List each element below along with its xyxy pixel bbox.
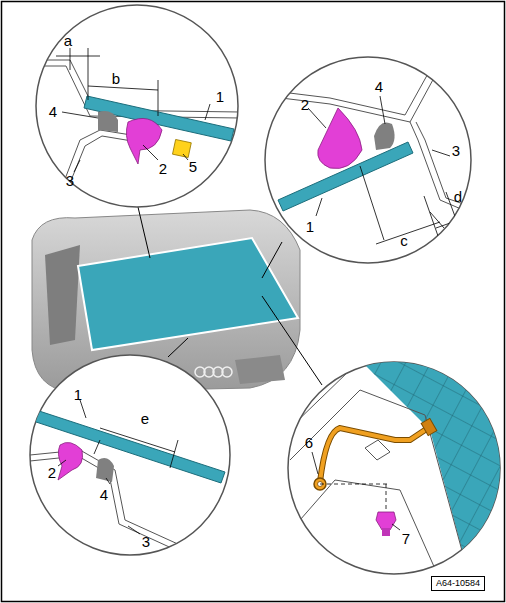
callout-number: 1	[214, 88, 226, 105]
callout-number: 1	[304, 218, 316, 235]
callout-number: 2	[46, 464, 58, 481]
figure-code: A64-10584	[431, 576, 485, 591]
callout-number: 1	[72, 386, 84, 403]
callout-number: 5	[187, 158, 199, 175]
windshield	[78, 238, 298, 350]
dimension-letter: d	[452, 188, 464, 205]
callout-number: 4	[373, 78, 385, 95]
callout-number: 4	[98, 486, 110, 503]
callout-number: 2	[157, 160, 169, 177]
dimension-letter: e	[139, 410, 151, 427]
callout-number: 6	[303, 434, 315, 451]
callout-number: 7	[400, 530, 412, 547]
callout-number: 3	[450, 142, 462, 159]
dimension-letter: b	[110, 70, 122, 87]
dimension-letter: a	[62, 32, 74, 49]
callout-number: 3	[64, 172, 76, 189]
callout-number: 4	[47, 103, 59, 120]
callout-number: 2	[299, 96, 311, 113]
callout-number: 3	[140, 533, 152, 550]
dimension-letter: c	[398, 232, 410, 249]
